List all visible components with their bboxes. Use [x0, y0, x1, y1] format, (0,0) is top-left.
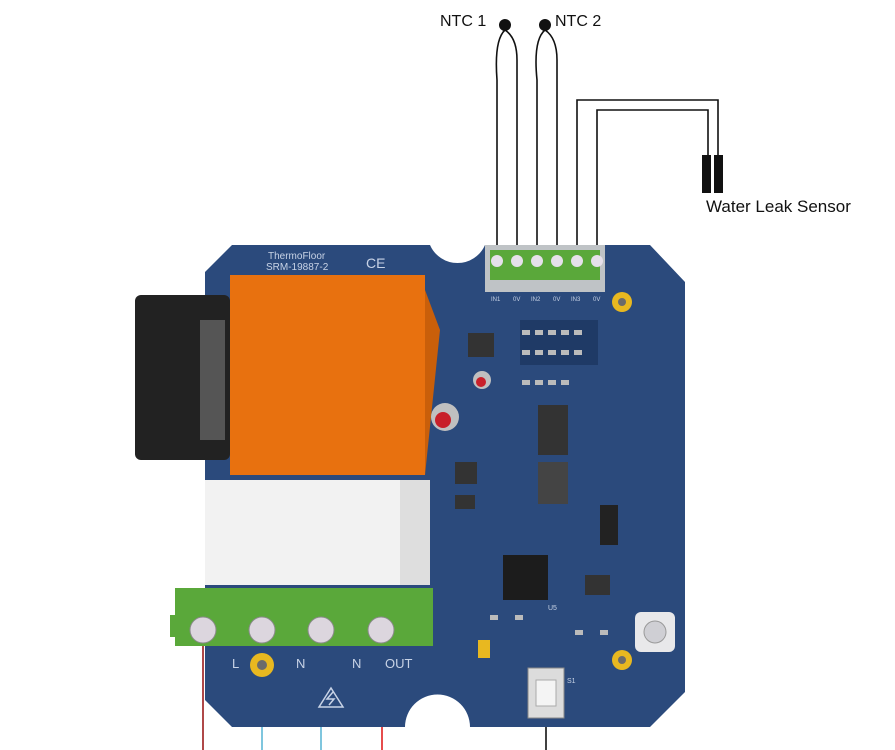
- screw-n1[interactable]: [248, 616, 276, 644]
- hole-in1[interactable]: [491, 255, 503, 267]
- pin-n1: N: [296, 656, 305, 671]
- relay-side: [425, 290, 440, 475]
- transistor: [455, 462, 477, 484]
- ce-mark: CE: [366, 255, 385, 271]
- pin-0v-1: 0V: [513, 297, 520, 303]
- screw-out[interactable]: [367, 616, 395, 644]
- capacitor-c1-top: [435, 412, 451, 428]
- pin-0v-3: 0V: [593, 297, 600, 303]
- pin-in2: IN2: [531, 297, 541, 303]
- button-label: S1: [567, 678, 576, 685]
- chip-u3: [538, 462, 568, 504]
- sensor-terminal-holes: [491, 255, 603, 267]
- chip-u2: [538, 405, 568, 455]
- mcu-chip: [503, 555, 548, 600]
- model-text: SRM-19887-2: [266, 262, 329, 273]
- reset-button-cap: [535, 679, 557, 707]
- relay-base: [205, 480, 430, 585]
- pin-0v-2: 0V: [553, 297, 560, 303]
- leak-probe-left: [702, 155, 711, 193]
- water-leak-label: Water Leak Sensor: [706, 197, 851, 216]
- hole-in3[interactable]: [571, 255, 583, 267]
- mount-hole-bottom-center: [618, 656, 626, 664]
- ntc2-label: NTC 2: [555, 13, 601, 30]
- sensor-terminal: [490, 250, 600, 280]
- hole-0v-3[interactable]: [591, 255, 603, 267]
- power-terminal-screws: [189, 616, 395, 644]
- sensor-wires: [495, 29, 719, 252]
- diode: [478, 640, 490, 658]
- sensor-pin-labels: IN1 0V IN2 0V IN3 0V: [491, 297, 600, 303]
- pin-n2: N: [352, 656, 361, 671]
- header-p1: [600, 505, 618, 545]
- ntc1-wire: [495, 29, 518, 252]
- hole-0v-2[interactable]: [551, 255, 563, 267]
- chip-u1: [468, 333, 494, 357]
- capacitor-c2-top: [476, 377, 486, 387]
- smd-resistors: [490, 330, 608, 635]
- relay: [230, 275, 425, 475]
- components: U5: [431, 320, 675, 658]
- ntc2-probe-icon: [539, 19, 551, 31]
- pin-in1: IN1: [491, 297, 501, 303]
- screw-n2[interactable]: [307, 616, 335, 644]
- leak-probe-right: [714, 155, 723, 193]
- antenna-connector-center: [643, 620, 667, 644]
- chip-u4: [585, 575, 610, 595]
- ntc1-label: NTC 1: [440, 13, 486, 30]
- power-terminal-tab: [170, 615, 185, 637]
- mount-hole-center: [257, 660, 267, 670]
- leak-wire: [576, 99, 719, 252]
- ntc1-probe-icon: [499, 19, 511, 31]
- component-q: [455, 495, 475, 509]
- resistor-array: [520, 320, 598, 365]
- hole-in2[interactable]: [531, 255, 543, 267]
- mount-hole-top-center: [618, 298, 626, 306]
- mcu-label: U5: [548, 605, 557, 612]
- side-connector-detail: [200, 320, 225, 440]
- ntc2-wire: [535, 29, 558, 252]
- pin-out: OUT: [385, 656, 413, 671]
- brand-text: ThermoFloor: [268, 251, 326, 262]
- screw-l[interactable]: [189, 616, 217, 644]
- relay-base-side: [400, 480, 430, 585]
- pin-in3: IN3: [571, 297, 581, 303]
- high-voltage-icon: [317, 686, 345, 708]
- hole-0v-1[interactable]: [511, 255, 523, 267]
- pin-l: L: [232, 656, 239, 671]
